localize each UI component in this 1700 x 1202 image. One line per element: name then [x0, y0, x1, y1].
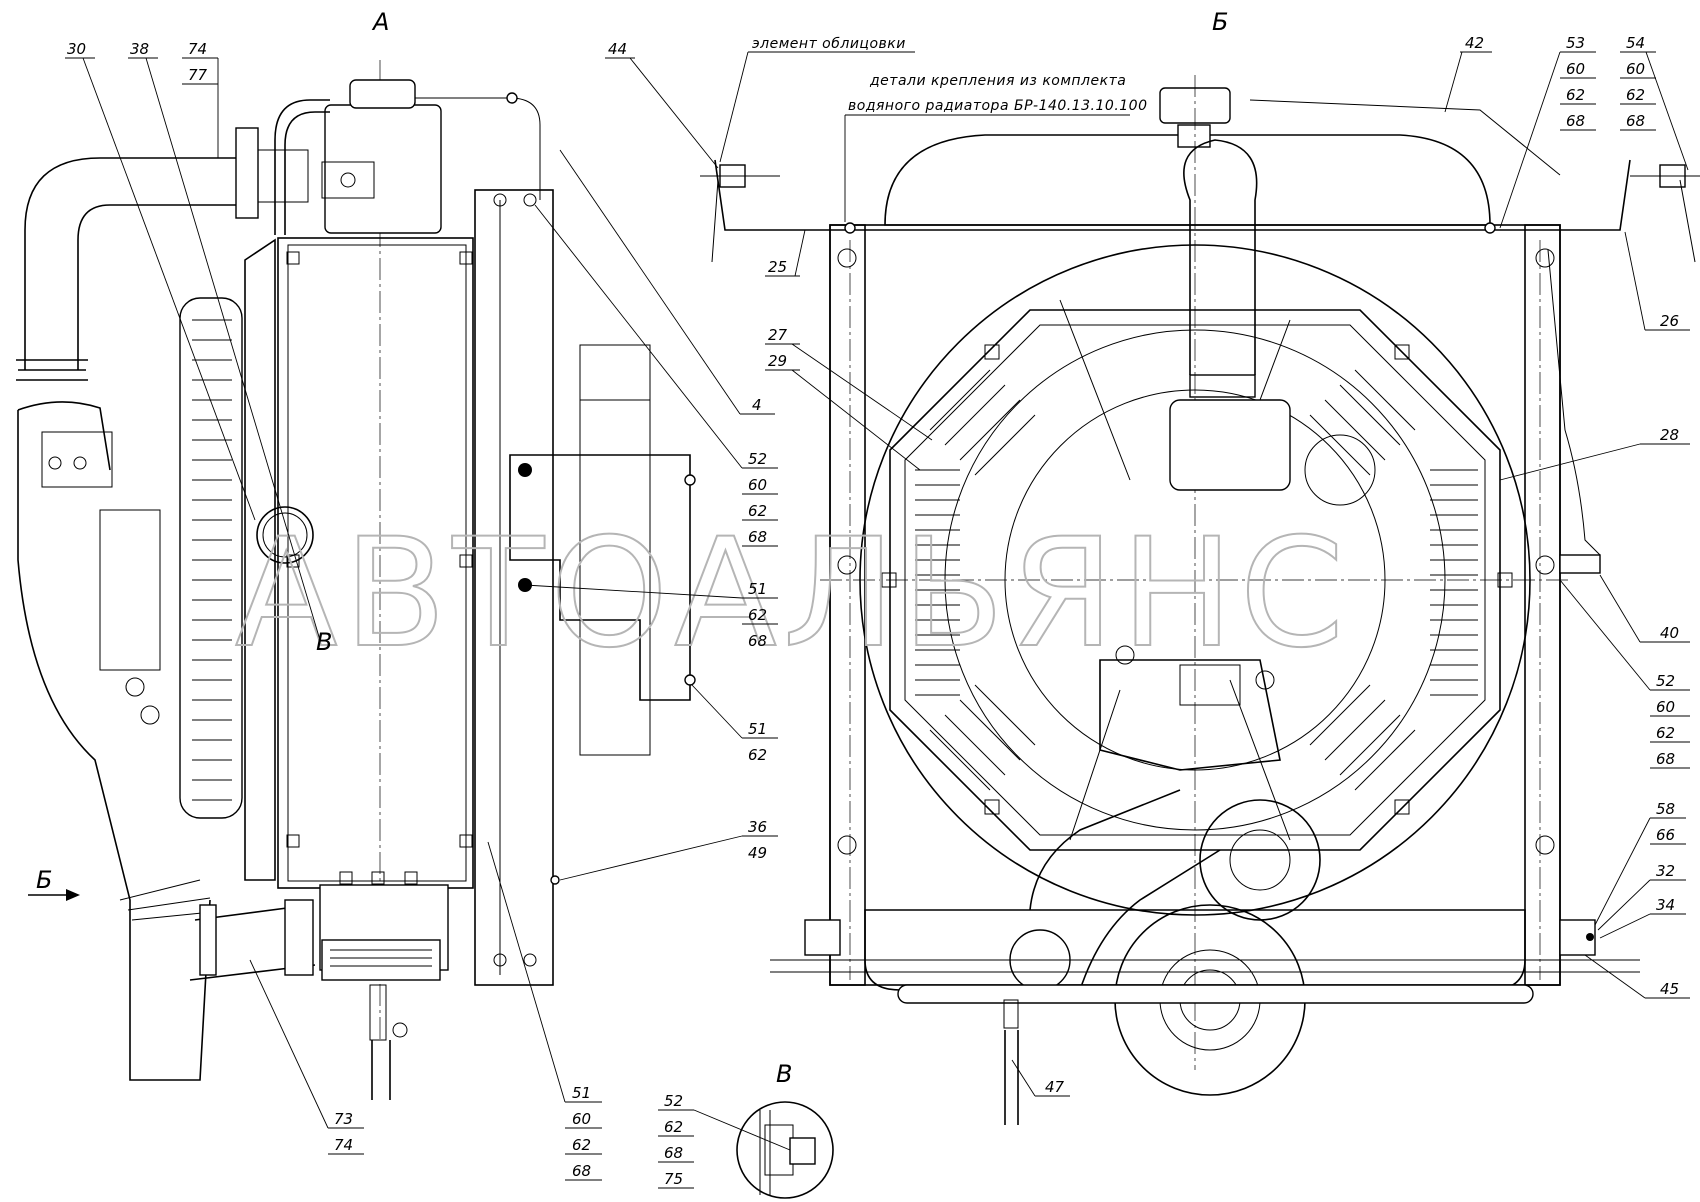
view-a-side-drawing [16, 60, 696, 1100]
callout-62-bottom: 62 [572, 1136, 591, 1154]
callout-62-detail: 62 [664, 1118, 683, 1136]
callout-74: 74 [188, 40, 207, 58]
callout-73: 73 [334, 1110, 353, 1128]
callout-47: 47 [1045, 1078, 1065, 1096]
callout-51-mid: 51 [748, 580, 767, 598]
callout-68-54: 68 [1626, 112, 1645, 130]
callout-34: 34 [1656, 896, 1675, 914]
callout-52-top: 52 [748, 450, 767, 468]
section-v-marker: В [316, 628, 332, 656]
callout-68-53: 68 [1566, 112, 1585, 130]
callout-38: 38 [130, 40, 149, 58]
callout-74-lower: 74 [334, 1136, 353, 1154]
note-cladding: элемент облицовки [752, 36, 906, 52]
callout-52-right: 52 [1656, 672, 1675, 690]
callout-62-54: 62 [1626, 86, 1645, 104]
callout-66: 66 [1656, 826, 1675, 844]
note-fasteners-1: детали крепления из комплекта [869, 73, 1126, 89]
callout-28: 28 [1660, 426, 1679, 444]
callout-75-detail: 75 [664, 1170, 683, 1188]
callout-68-detail: 68 [664, 1144, 683, 1162]
callout-26: 26 [1660, 312, 1679, 330]
callout-42: 42 [1465, 34, 1484, 52]
callout-58: 58 [1656, 800, 1675, 818]
callout-62-low: 62 [748, 746, 767, 764]
callout-62-right: 62 [1656, 724, 1675, 742]
callout-60-53: 60 [1566, 60, 1585, 78]
view-b-front-drawing [700, 75, 1700, 1125]
callout-4: 4 [752, 396, 762, 414]
callout-44: 44 [608, 40, 627, 58]
callout-68-top: 68 [748, 528, 767, 546]
callout-40: 40 [1660, 624, 1679, 642]
callout-60-right: 60 [1656, 698, 1675, 716]
callout-29: 29 [768, 352, 787, 370]
callout-25: 25 [768, 258, 787, 276]
callout-49: 49 [748, 844, 767, 862]
callout-62-top: 62 [748, 502, 767, 520]
detail-v-drawing [736, 1101, 834, 1199]
callout-62-mid: 62 [748, 606, 767, 624]
callout-68-mid: 68 [748, 632, 767, 650]
callout-51-low: 51 [748, 720, 767, 738]
view-b-label: Б [1212, 8, 1228, 36]
arrow-b-marker: Б [36, 866, 52, 894]
callout-36: 36 [748, 818, 767, 836]
watermark: АВТОАЛЬЯНС [235, 507, 1350, 681]
callout-60-54: 60 [1626, 60, 1645, 78]
callout-32: 32 [1656, 862, 1675, 880]
callout-52-detail: 52 [664, 1092, 683, 1110]
callout-60-top: 60 [748, 476, 767, 494]
callout-53: 53 [1566, 34, 1585, 52]
callout-30: 30 [67, 40, 86, 58]
view-a-label: А [371, 8, 389, 36]
callout-60-bottom: 60 [572, 1110, 591, 1128]
callout-45: 45 [1660, 980, 1679, 998]
callout-68-right: 68 [1656, 750, 1675, 768]
callout-62-53: 62 [1566, 86, 1585, 104]
detail-v-title: В [776, 1060, 792, 1088]
callout-68-bottom: 68 [572, 1162, 591, 1180]
callout-51-bottom: 51 [572, 1084, 591, 1102]
note-fasteners-2: водяного радиатора БР-140.13.10.100 [848, 98, 1148, 114]
callout-77: 77 [188, 66, 208, 84]
callout-27: 27 [768, 326, 788, 344]
callout-54: 54 [1626, 34, 1645, 52]
